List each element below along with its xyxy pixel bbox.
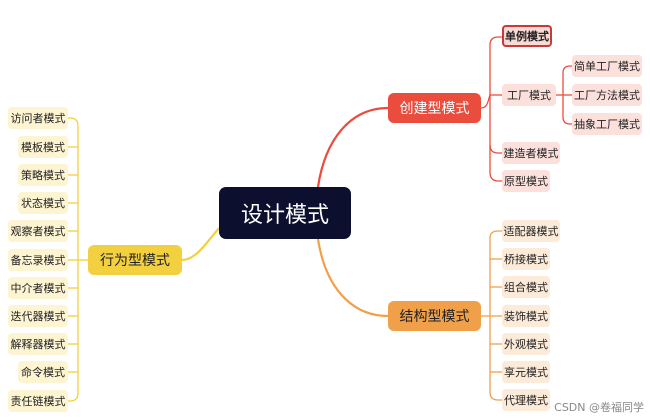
branch-creational[interactable]: 创建型模式 [388,93,481,123]
leaf-chain-of-responsibility[interactable]: 责任链模式 [8,390,68,412]
leaf-singleton[interactable]: 单例模式 [502,25,552,47]
leaf-mediator[interactable]: 中介者模式 [8,277,68,299]
links-behavioral [68,117,88,402]
leaf-observer[interactable]: 观察者模式 [8,220,68,242]
root-node[interactable]: 设计模式 [219,187,351,239]
leaf-command[interactable]: 命令模式 [18,361,68,383]
leaf-abstract-factory[interactable]: 抽象工厂模式 [572,113,642,135]
leaf-interpreter[interactable]: 解释器模式 [8,333,68,355]
links-structural [481,230,502,401]
leaf-iterator[interactable]: 迭代器模式 [8,305,68,327]
branch-behavioral[interactable]: 行为型模式 [88,245,182,275]
leaf-prototype[interactable]: 原型模式 [502,170,550,192]
leaf-template[interactable]: 模板模式 [18,136,68,158]
leaf-builder[interactable]: 建造者模式 [502,142,560,164]
branch-structural[interactable]: 结构型模式 [388,301,481,331]
leaf-factory-method[interactable]: 工厂方法模式 [572,84,642,106]
leaf-strategy[interactable]: 策略模式 [18,164,68,186]
leaf-composite[interactable]: 组合模式 [502,276,550,298]
leaf-memento[interactable]: 备忘录模式 [8,249,68,271]
link-root-creational [316,106,389,188]
leaf-flyweight[interactable]: 享元模式 [502,361,550,383]
leaf-adapter[interactable]: 适配器模式 [502,220,560,242]
leaf-visitor[interactable]: 访问者模式 [8,107,68,129]
leaf-decorator[interactable]: 装饰模式 [502,305,550,327]
link-root-structural [316,238,389,318]
links-creational [480,36,572,182]
leaf-bridge[interactable]: 桥接模式 [502,248,550,270]
leaf-proxy[interactable]: 代理模式 [502,389,550,411]
link-root-behavioral [181,227,220,262]
watermark: CSDN @卷福同学 [554,401,644,414]
leaf-simple-factory[interactable]: 简单工厂模式 [572,55,642,77]
leaf-factory[interactable]: 工厂模式 [502,84,556,106]
leaf-facade[interactable]: 外观模式 [502,333,550,355]
leaf-state[interactable]: 状态模式 [18,192,68,214]
